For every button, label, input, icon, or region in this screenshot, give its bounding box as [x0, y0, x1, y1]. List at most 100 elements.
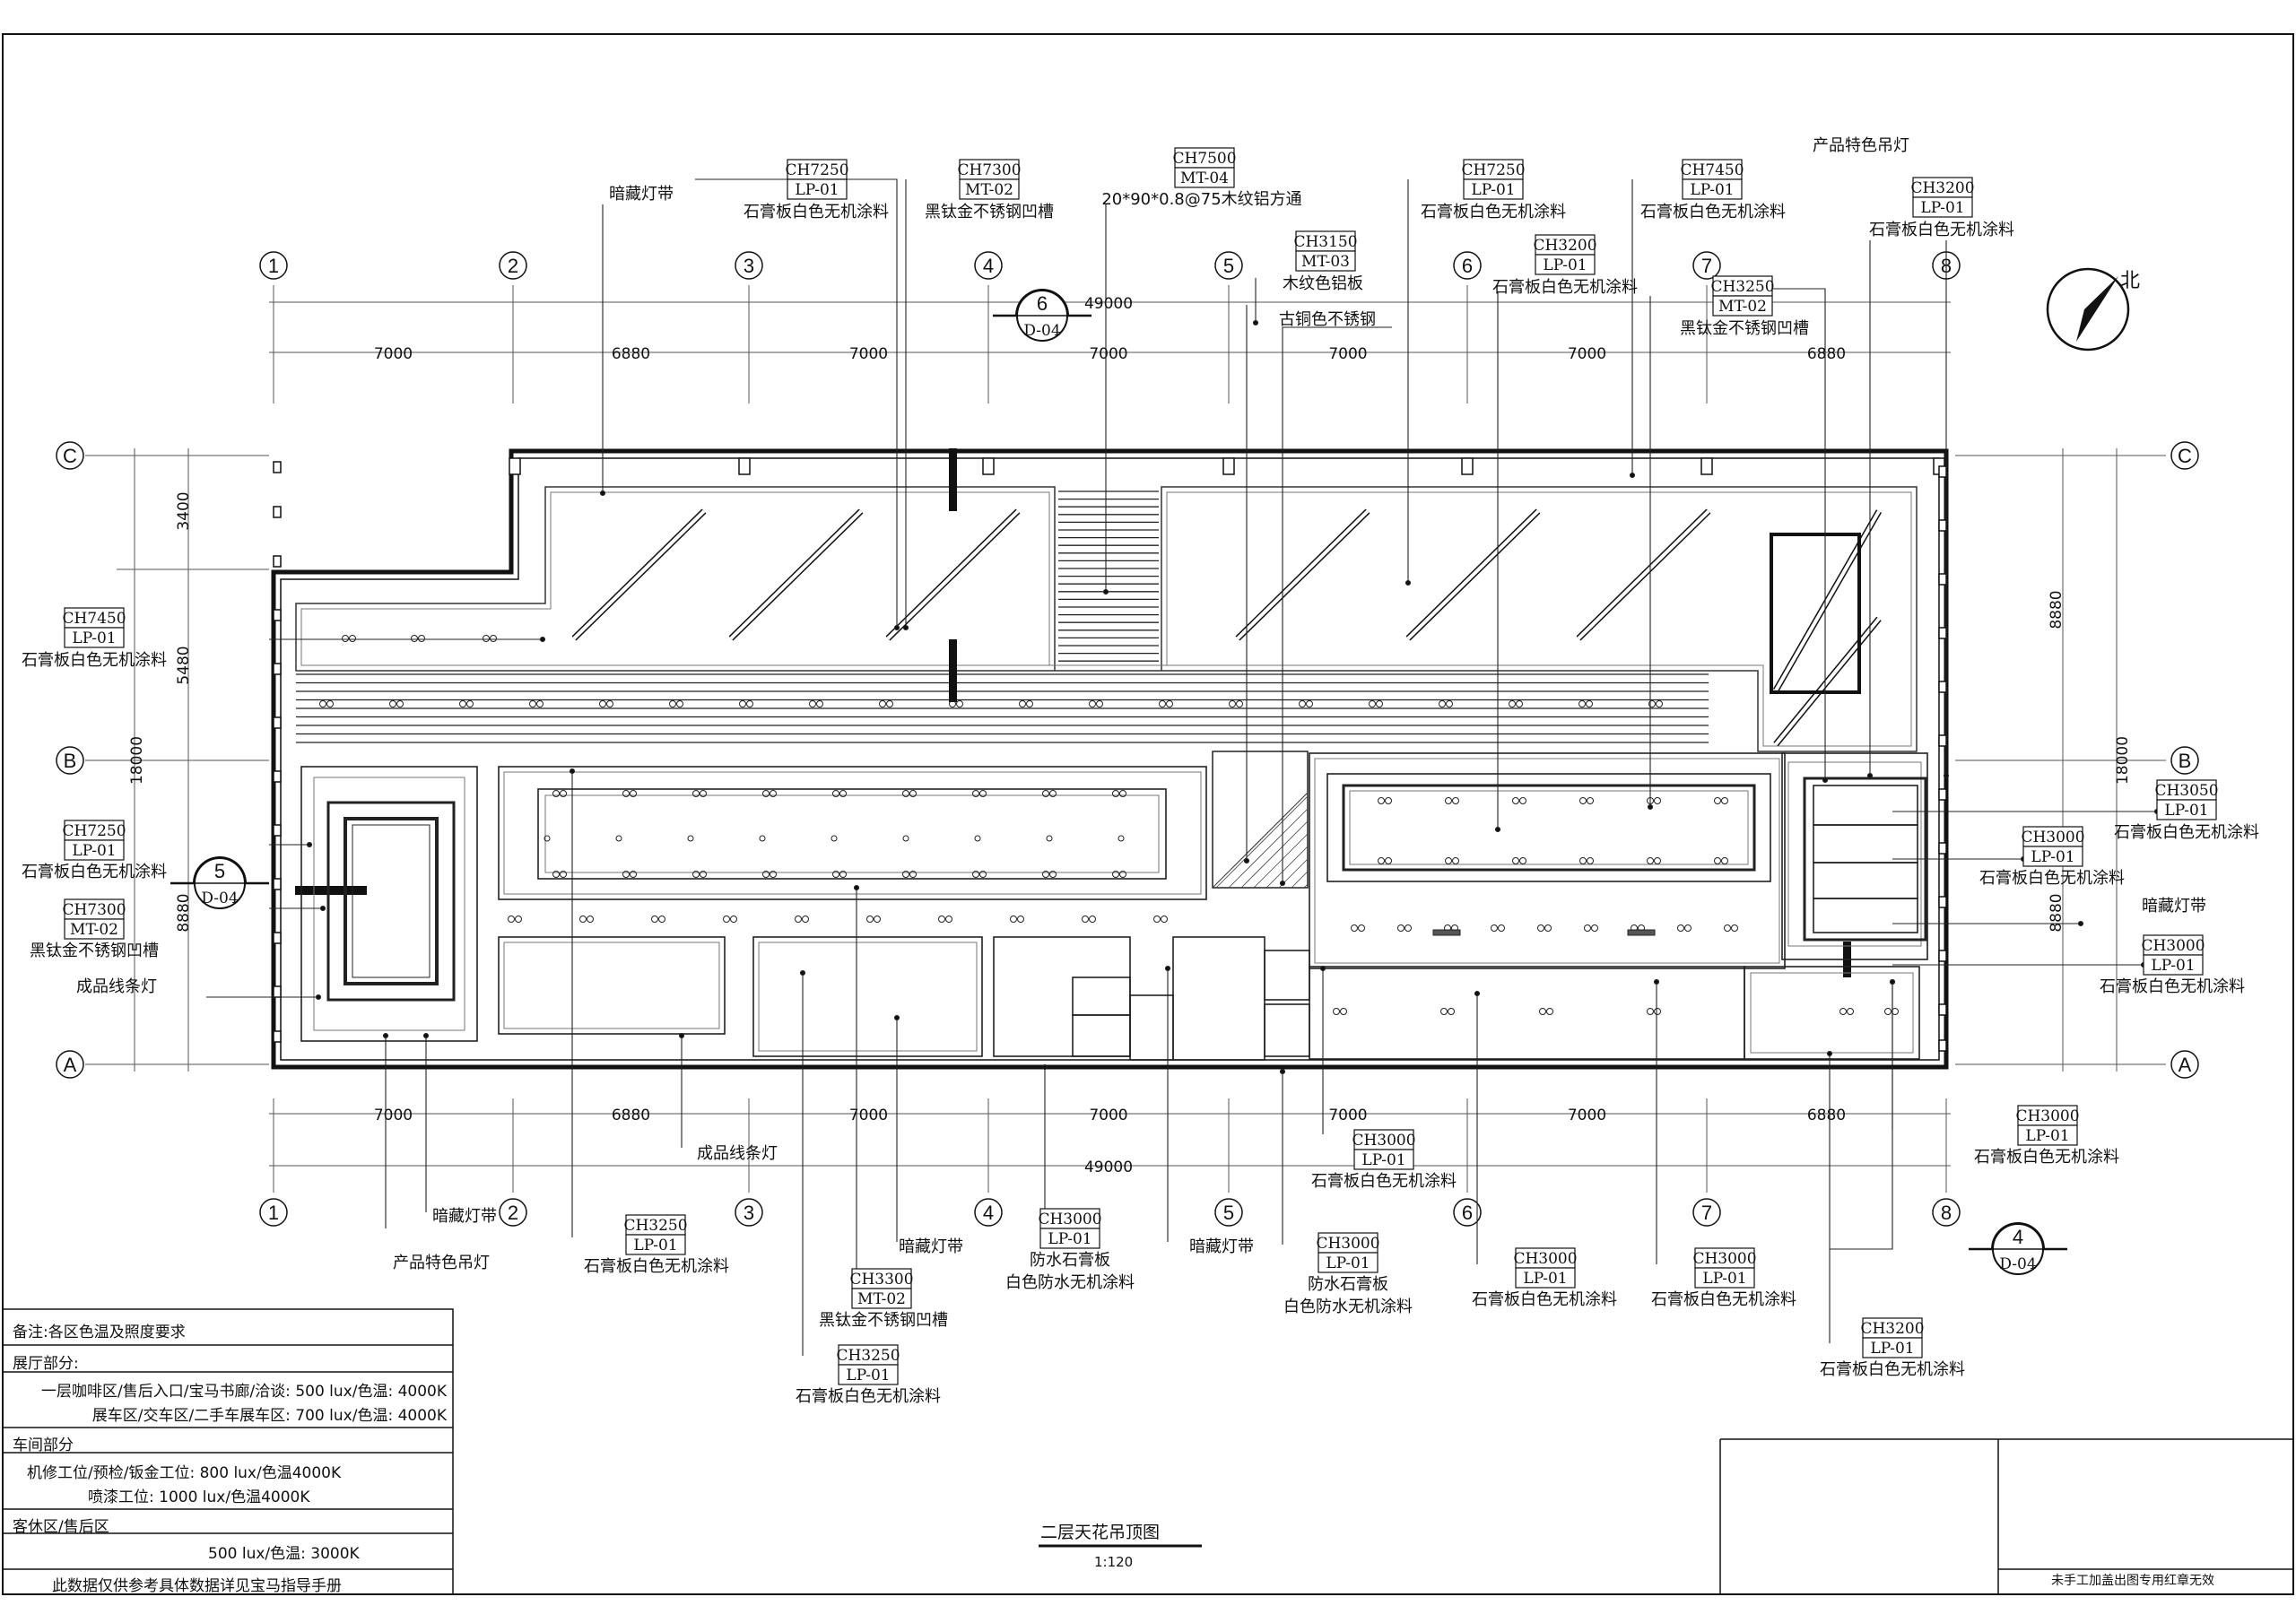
callout-ch-19: CH3000: [1316, 1235, 1379, 1253]
dim-bottom-0: 7000: [374, 1107, 413, 1124]
leader-6: [1282, 326, 1392, 883]
dim-top-5: 7000: [1568, 345, 1606, 363]
dim-top-total: 49000: [1084, 295, 1133, 313]
callout-desc-19: 防水石膏板: [1308, 1274, 1388, 1294]
callout-box-code-14: [2143, 954, 2204, 976]
callout-code-14: LP-01: [2151, 957, 2195, 975]
label-linear-light-bottom: 成品线条灯: [697, 1144, 778, 1163]
dim-bottom-4: 7000: [1328, 1107, 1367, 1124]
notes-workshop: 车间部分: [13, 1436, 74, 1454]
callout-code-0: LP-01: [795, 181, 839, 199]
leader-37: [1830, 982, 1893, 1250]
callout-desc-22: 石膏板白色无机涂料: [1651, 1289, 1796, 1309]
grid-bubble-top-4: 4: [983, 255, 994, 277]
label-hidden-light-b3: 暗藏灯带: [1189, 1237, 1254, 1256]
grid-bubble-bottom-1: 1: [268, 1202, 279, 1224]
leader-dot-15: [306, 841, 313, 848]
dim-top-6: 6880: [1807, 345, 1846, 363]
callout-code-17: LP-01: [846, 1367, 890, 1384]
leader-dot-13: [1943, 772, 1950, 779]
callout-code-18: LP-01: [1048, 1230, 1091, 1248]
callout-ch-10: CH7250: [62, 822, 126, 840]
lower-rooms: [300, 752, 1928, 1061]
leader-dot-6: [1279, 880, 1286, 887]
grid-bubble-top-5: 5: [1223, 255, 1234, 277]
leader-dot-0: [599, 490, 606, 497]
callout-desc-17: 石膏板白色无机涂料: [796, 1386, 941, 1406]
section-sheet-0: D-04: [1023, 322, 1060, 340]
dim-left-0: 3400: [175, 491, 193, 530]
callout-desc-11: 黑钛金不锈钢凹槽: [30, 942, 159, 960]
callout-code-15: LP-01: [633, 1237, 677, 1254]
dim-bottom-total: 49000: [1084, 1159, 1133, 1176]
callout-desc-24: 石膏板白色无机涂料: [1820, 1359, 1965, 1379]
callout-box-code-8: [1912, 196, 1973, 218]
callout-box-code-19: [1318, 1252, 1378, 1273]
callout-ch-14: CH3000: [2141, 937, 2205, 955]
callout-ch-11: CH7300: [62, 901, 126, 919]
notes-heading: 备注:各区色温及照度要求: [13, 1324, 186, 1341]
label-bronze-steel: 古铜色不锈钢: [1279, 310, 1376, 329]
callout-desc-1: 黑钛金不锈钢凹槽: [925, 203, 1054, 221]
callout-box-code-6: [1682, 178, 1743, 200]
leader-dot-30: [1164, 965, 1171, 972]
callout-box-code-24: [1862, 1337, 1923, 1358]
leader-dot-31: [1279, 1068, 1286, 1075]
callout-desc-14: 石膏板白色无机涂料: [2100, 976, 2245, 996]
notes-disclaimer: 此数据仅供参考具体数据详见宝马指导手册: [52, 1577, 342, 1595]
dim-left-2: 8880: [175, 893, 193, 932]
label-hidden-light-b2: 暗藏灯带: [899, 1237, 963, 1256]
light-fixtures: [319, 635, 1899, 1015]
callout-ch-2: CH7500: [1172, 150, 1236, 168]
callout-desc-0: 石膏板白色无机涂料: [744, 202, 889, 221]
north-arrow: 北: [2046, 267, 2140, 352]
section-num-1: 5: [214, 860, 225, 882]
grid-bubble-top-1: 1: [268, 255, 279, 277]
callout-box-code-5: [1535, 254, 1596, 275]
notes-lounge: 客休区/售后区: [13, 1518, 109, 1536]
callout-box-code-4: [1463, 178, 1524, 200]
label-hidden-light-top: 暗藏灯带: [609, 185, 674, 204]
leader-dot-2: [902, 624, 909, 631]
callout-box-code-22: [1694, 1267, 1755, 1289]
callout-ch-9: CH7450: [62, 610, 126, 628]
callout-desc-6: 石膏板白色无机涂料: [1640, 202, 1786, 221]
dim-top-3: 7000: [1089, 345, 1127, 363]
grid-bubble-left-B: B: [64, 750, 77, 772]
leader-dot-4: [1252, 319, 1259, 326]
callout-code-8: LP-01: [1920, 199, 1964, 217]
structural-columns: [273, 457, 1947, 1052]
callout-box-code-1: [959, 178, 1020, 200]
grid-bubble-bottom-5: 5: [1223, 1202, 1234, 1224]
leader-dot-35: [1826, 1050, 1833, 1057]
callout-desc-7: 黑钛金不锈钢凹槽: [1680, 319, 1809, 338]
drawing-scale: 1:120: [1094, 1554, 1133, 1570]
leader-dot-24: [569, 768, 576, 775]
leader-dot-7: [1405, 579, 1412, 586]
notes-workshop-line2: 喷漆工位: 1000 lux/色温4000K: [88, 1488, 310, 1506]
callout-desc-9: 石膏板白色无机涂料: [22, 650, 167, 670]
callout-desc-3: 木纹色铝板: [1283, 274, 1363, 293]
grid-bubble-right-C: C: [2178, 445, 2192, 467]
callout-desc-8: 石膏板白色无机涂料: [1869, 220, 2014, 239]
grid-bubble-bottom-4: 4: [983, 1202, 994, 1224]
callout-desc-13: 石膏板白色无机涂料: [1979, 868, 2125, 888]
callout-box-code-11: [64, 918, 125, 940]
callout-leaders: [206, 178, 2161, 1356]
callout-ch-13: CH3000: [2021, 829, 2084, 846]
callout-ch-0: CH7250: [785, 161, 848, 179]
callout-desc-16: 黑钛金不锈钢凹槽: [819, 1311, 948, 1330]
callout-ch-8: CH3200: [1910, 179, 1974, 197]
label-hidden-light-b1: 暗藏灯带: [432, 1207, 497, 1226]
leader-dot-34: [1653, 978, 1660, 985]
callout-code-1: MT-02: [965, 181, 1013, 199]
hatched-column-block: [1212, 751, 1309, 889]
notes-table: [2, 1308, 454, 1595]
callout-ch-22: CH3000: [1692, 1250, 1756, 1268]
grid-bubble-bottom-2: 2: [508, 1202, 518, 1224]
leader-dot-26: [853, 884, 860, 891]
grid-bubble-right-B: B: [2179, 750, 2192, 772]
leader-dot-27: [799, 969, 806, 976]
callout-box-code-9: [64, 627, 125, 648]
